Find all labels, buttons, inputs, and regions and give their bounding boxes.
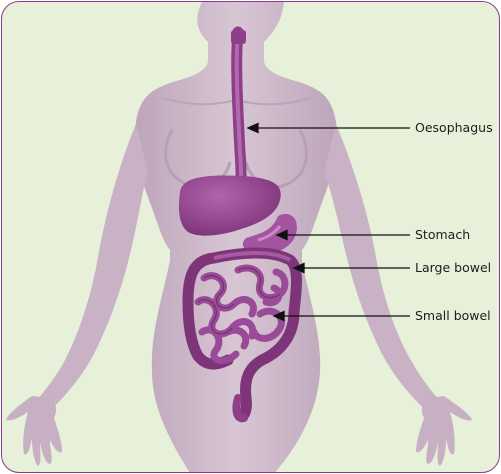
label-stomach: Stomach: [415, 228, 470, 242]
label-large-bowel: Large bowel: [415, 261, 491, 275]
label-oesophagus: Oesophagus: [415, 121, 493, 135]
label-small-bowel: Small bowel: [415, 309, 491, 323]
